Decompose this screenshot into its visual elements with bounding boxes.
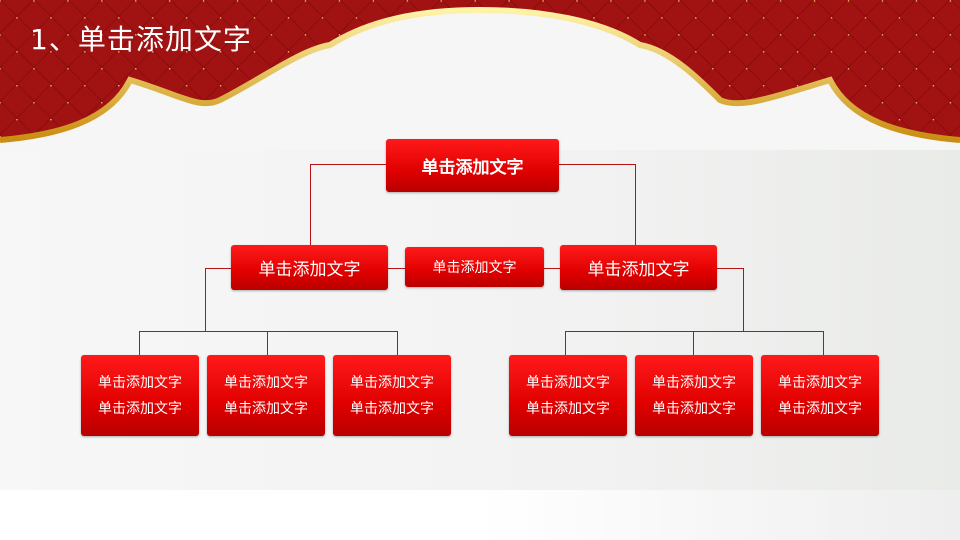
node-text: 单击添加文字 bbox=[652, 400, 736, 417]
ornamental-header bbox=[0, 0, 960, 150]
node-text: 单击添加文字 bbox=[526, 400, 610, 417]
connector bbox=[559, 164, 635, 165]
mid-node-right[interactable]: 单击添加文字 bbox=[560, 245, 717, 290]
connector bbox=[823, 331, 824, 355]
leaf-node[interactable]: 单击添加文字单击添加文字 bbox=[635, 355, 753, 436]
node-text: 单击添加文字 bbox=[224, 400, 308, 417]
connector bbox=[635, 164, 636, 245]
node-text: 单击添加文字 bbox=[432, 260, 517, 276]
node-text: 单击添加文字 bbox=[526, 374, 610, 391]
connector bbox=[565, 331, 566, 355]
leaf-node[interactable]: 单击添加文字单击添加文字 bbox=[761, 355, 879, 436]
connector bbox=[139, 331, 140, 355]
connector bbox=[717, 268, 743, 269]
slide-title[interactable]: 1、单击添加文字 bbox=[30, 23, 252, 56]
node-text: 单击添加文字 bbox=[652, 374, 736, 391]
node-text: 单击添加文字 bbox=[98, 374, 182, 391]
connector bbox=[267, 331, 268, 355]
connector bbox=[743, 268, 744, 331]
node-text: 单击添加文字 bbox=[778, 374, 862, 391]
connector bbox=[693, 331, 694, 355]
connector bbox=[397, 331, 398, 355]
node-text: 单击添加文字 bbox=[421, 158, 524, 178]
root-node[interactable]: 单击添加文字 bbox=[386, 139, 559, 192]
node-text: 单击添加文字 bbox=[350, 374, 434, 391]
connector bbox=[205, 268, 206, 331]
connector bbox=[310, 164, 311, 245]
node-text: 单击添加文字 bbox=[98, 400, 182, 417]
connector bbox=[565, 331, 824, 332]
connector bbox=[205, 268, 231, 269]
mid-node-left[interactable]: 单击添加文字 bbox=[231, 245, 388, 290]
node-text: 单击添加文字 bbox=[587, 260, 690, 280]
mid-node-center[interactable]: 单击添加文字 bbox=[405, 247, 544, 287]
connector bbox=[310, 164, 386, 165]
leaf-node[interactable]: 单击添加文字单击添加文字 bbox=[81, 355, 199, 436]
footer-band bbox=[0, 490, 960, 540]
node-text: 单击添加文字 bbox=[224, 374, 308, 391]
node-text: 单击添加文字 bbox=[778, 400, 862, 417]
leaf-node[interactable]: 单击添加文字单击添加文字 bbox=[333, 355, 451, 436]
node-text: 单击添加文字 bbox=[350, 400, 434, 417]
node-text: 单击添加文字 bbox=[258, 260, 361, 280]
connector bbox=[139, 331, 398, 332]
leaf-node[interactable]: 单击添加文字单击添加文字 bbox=[207, 355, 325, 436]
leaf-node[interactable]: 单击添加文字单击添加文字 bbox=[509, 355, 627, 436]
